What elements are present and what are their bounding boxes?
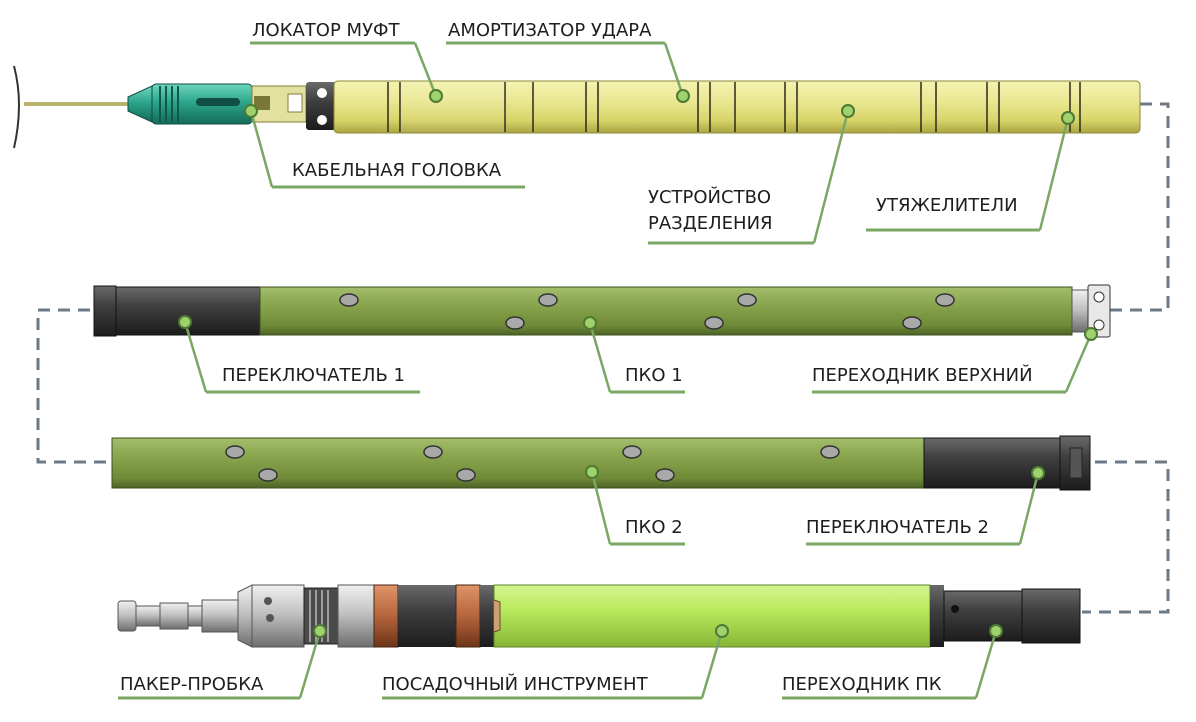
label-separation-device-line2: РАЗДЕЛЕНИЯ [648, 213, 773, 234]
cable-line [24, 102, 132, 106]
adapter-top-dot [1084, 327, 1098, 341]
cable-wire [13, 65, 20, 149]
label-shock-absorber: АМОРТИЗАТОР УДАРА [448, 20, 652, 41]
row4-tool-assembly [117, 584, 1081, 648]
locator-dot [429, 89, 443, 103]
pko1-dot [583, 316, 597, 330]
separation-device-dot [841, 104, 855, 118]
label-switch2: ПЕРЕКЛЮЧАТЕЛЬ 2 [806, 517, 989, 538]
packer-plug-part [117, 584, 339, 648]
callout-labels: ЛОКАТОР МУФТ АМОРТИЗАТОР УДАРА КАБЕЛЬНАЯ… [120, 20, 1033, 695]
switch1-dot [178, 315, 192, 329]
shock-absorber-dot [676, 89, 690, 103]
pko1-port-holes [339, 293, 955, 330]
row1-tool-assembly [13, 65, 1141, 149]
adapter-pk-part [930, 585, 1081, 647]
setting-tool-dot [715, 624, 729, 638]
label-cable-head: КАБЕЛЬНАЯ ГОЛОВКА [292, 160, 502, 181]
label-adapter-top: ПЕРЕХОДНИК ВЕРХНИЙ [812, 364, 1033, 386]
label-adapter-pk: ПЕРЕХОДНИК ПК [782, 674, 942, 695]
cable-head-part [127, 82, 336, 130]
row2-tool-assembly [93, 284, 1111, 338]
setting-tool-part [337, 584, 931, 648]
label-setting-tool: ПОСАДОЧНЫЙ ИНСТРУМЕНТ [382, 673, 649, 695]
cable-head-dot [244, 104, 258, 118]
label-packer-plug: ПАКЕР-ПРОБКА [120, 674, 264, 695]
callout-dots [178, 89, 1098, 638]
adapter-top-part [1071, 289, 1089, 333]
adapter-pk-dot [989, 624, 1003, 638]
pko2-part [111, 437, 925, 489]
label-pko1: ПКО 1 [625, 365, 683, 386]
callout-leaders [118, 41, 1093, 700]
weights-dot [1061, 111, 1075, 125]
label-separation-device-line1: УСТРОЙСТВО [648, 186, 771, 208]
pko2-dot [585, 465, 599, 479]
label-locator: ЛОКАТОР МУФТ [252, 20, 401, 41]
pko1-part [259, 286, 1073, 336]
switch2-part [923, 437, 1061, 489]
label-weights: УТЯЖЕЛИТЕЛИ [876, 195, 1018, 216]
row3-tool-assembly [111, 435, 1091, 491]
pko2-port-holes [225, 445, 840, 482]
switch2-dot [1031, 466, 1045, 480]
label-pko2: ПКО 2 [625, 517, 683, 538]
yellow-tool-body [333, 80, 1141, 134]
label-switch1: ПЕРЕКЛЮЧАТЕЛЬ 1 [222, 365, 405, 386]
packer-plug-dot [313, 624, 327, 638]
connector-lines [36, 102, 1170, 614]
